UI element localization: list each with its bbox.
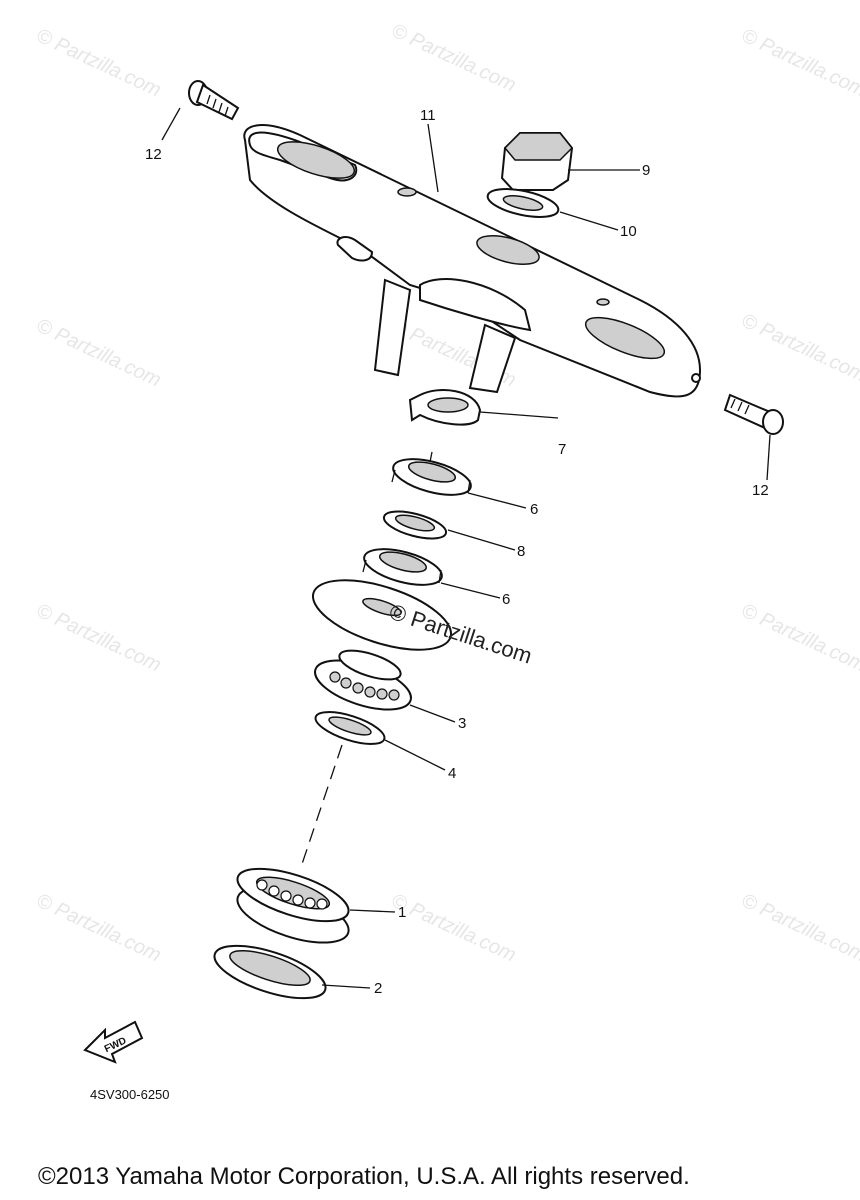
callout-6-lower: 6 <box>502 591 510 608</box>
watermark: © Partzilla.com <box>33 600 164 677</box>
assembly-axis <box>299 744 343 871</box>
washer-8 <box>382 510 448 540</box>
fwd-arrow-icon: FWD <box>83 1020 144 1064</box>
callout-1: 1 <box>398 904 406 921</box>
watermark: © Partzilla.com <box>388 20 519 97</box>
callout-7: 7 <box>558 441 566 458</box>
watermark: © Partzilla.com <box>738 25 860 102</box>
callout-3: 3 <box>458 715 466 732</box>
callout-12-left: 12 <box>145 146 162 163</box>
lock-washer-7 <box>408 389 482 426</box>
watermark: © Partzilla.com <box>33 315 164 392</box>
watermark: © Partzilla.com <box>738 310 860 387</box>
copyright-footer: ©2013 Yamaha Motor Corporation, U.S.A. A… <box>38 1163 690 1190</box>
bolt-12-right <box>723 393 784 435</box>
callout-10: 10 <box>620 223 637 240</box>
watermark: © Partzilla.com <box>33 25 164 102</box>
watermark: © Partzilla.com <box>738 890 860 967</box>
callout-8: 8 <box>517 543 525 560</box>
seal-4 <box>314 711 386 745</box>
nut-9 <box>500 132 574 191</box>
watermark: © Partzilla.com <box>33 890 164 967</box>
reference-code: 4SV300-6250 <box>90 1087 170 1102</box>
callout-4: 4 <box>448 765 456 782</box>
bolt-12-left <box>188 80 240 121</box>
bearing-1 <box>236 867 350 944</box>
callout-6-upper: 6 <box>530 501 538 518</box>
race-2 <box>213 944 327 1000</box>
bearing-3 <box>314 649 412 711</box>
leader-lines <box>161 107 771 989</box>
callout-2: 2 <box>374 980 382 997</box>
callout-9: 9 <box>642 162 650 179</box>
ring-nut-6-upper <box>391 451 472 496</box>
callout-11: 11 <box>420 107 436 124</box>
watermark: © Partzilla.com <box>738 600 860 677</box>
ring-nut-6-lower <box>362 548 443 586</box>
washer-10 <box>486 188 560 218</box>
upper-bracket-11 <box>243 124 702 398</box>
callouts: 11 9 10 12 12 7 6 8 6 3 4 1 2 <box>145 107 769 997</box>
callout-12-right: 12 <box>752 482 769 499</box>
dust-cover <box>311 579 453 651</box>
watermark: © Partzilla.com <box>388 890 519 967</box>
